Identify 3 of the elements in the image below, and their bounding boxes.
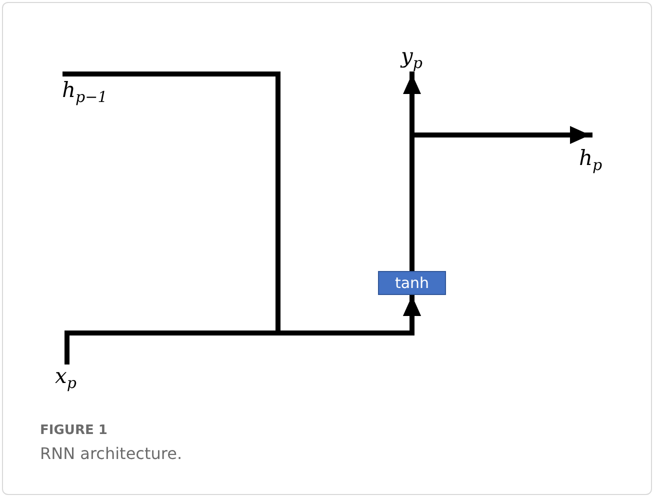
activation-box: tanh [378, 271, 446, 295]
figure-number: FIGURE 1 [40, 423, 108, 438]
figure-caption: RNN architecture. [40, 444, 182, 463]
